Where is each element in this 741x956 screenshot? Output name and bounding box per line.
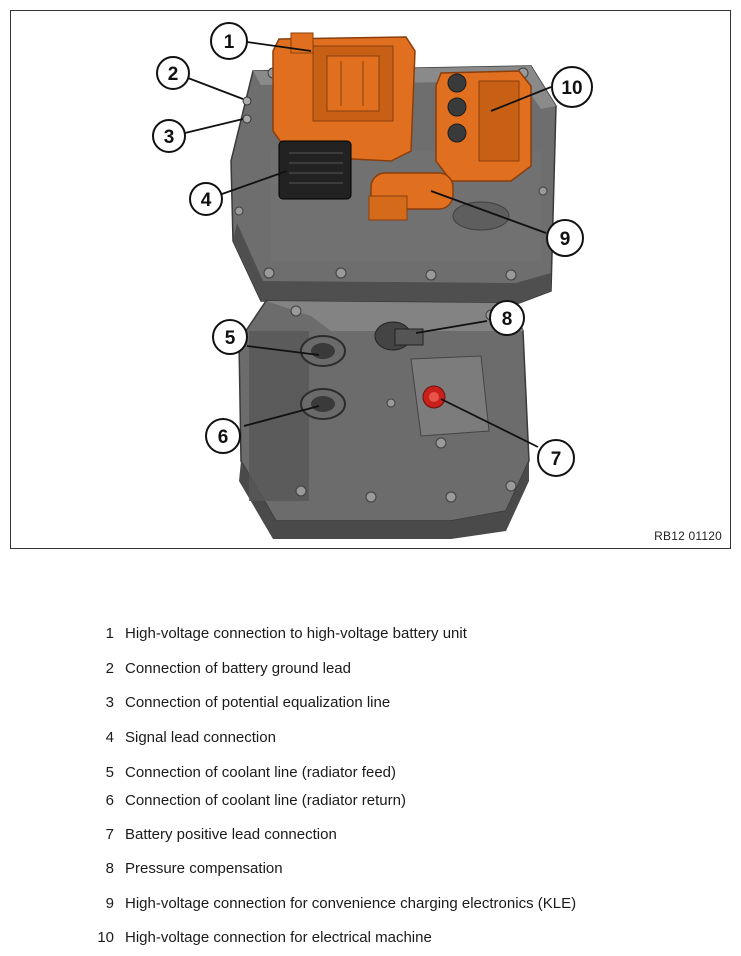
legend-number: 7 [105, 826, 114, 843]
legend-text: Signal lead connection [125, 729, 276, 746]
legend-text: High-voltage connection for electrical m… [125, 929, 432, 946]
svg-text:4: 4 [201, 190, 212, 211]
legend-number: 8 [105, 860, 114, 877]
legend-number: 6 [105, 792, 114, 809]
callout-3: 3 [152, 119, 186, 153]
kle-connector [368, 172, 454, 221]
callout-9: 9 [546, 219, 584, 257]
legend-text: High-voltage connection to high-voltage … [125, 625, 467, 642]
ground-studs [242, 96, 252, 124]
callout-markers: 1 2 3 4 5 6 7 8 9 10 [152, 22, 593, 477]
legend-text: Connection of coolant line (radiator fee… [125, 764, 396, 781]
legend-text: Connection of coolant line (radiator ret… [125, 792, 406, 809]
callout-2: 2 [156, 56, 190, 90]
callout-6: 6 [205, 418, 241, 454]
electronic-unit-illustration: 1 2 3 4 5 6 7 8 9 10 [152, 22, 593, 539]
svg-text:1: 1 [224, 32, 235, 53]
legend-text: High-voltage connection for convenience … [125, 895, 577, 912]
coolant-ports [300, 335, 346, 420]
svg-text:5: 5 [225, 328, 236, 349]
svg-text:8: 8 [502, 309, 513, 330]
callout-5: 5 [212, 319, 248, 355]
svg-text:10: 10 [561, 78, 582, 99]
svg-text:3: 3 [164, 127, 175, 148]
legend-number: 10 [97, 929, 114, 946]
figure-code: RB12 01120 [654, 529, 722, 543]
component-figure: 1 2 3 4 5 6 7 8 9 10 RB12 01120 [10, 10, 731, 549]
svg-text:2: 2 [168, 64, 179, 85]
signal-connector [278, 140, 352, 200]
pressure-compensation-element [374, 321, 424, 351]
callout-1: 1 [210, 22, 248, 60]
callout-10: 10 [551, 66, 593, 108]
hv-battery-connector [272, 32, 416, 162]
battery-positive-terminal [422, 385, 446, 409]
legend-number: 4 [105, 729, 114, 746]
legend-number: 2 [105, 660, 114, 677]
svg-text:7: 7 [551, 449, 562, 470]
svg-text:6: 6 [218, 427, 229, 448]
svg-text:9: 9 [560, 229, 571, 250]
legend-text: Connection of battery ground lead [125, 660, 351, 677]
legend-text: Connection of potential equalization lin… [125, 694, 391, 711]
leader-lines [184, 41, 552, 448]
legend-number: 5 [105, 764, 114, 781]
callout-7: 7 [537, 439, 575, 477]
callout-4: 4 [189, 182, 223, 216]
legend-number: 1 [105, 625, 114, 642]
legend-number: 9 [105, 895, 114, 912]
hv-machine-connector [435, 70, 532, 182]
callout-8: 8 [489, 300, 525, 336]
legend-number: 3 [105, 694, 114, 711]
legend-text: Battery positive lead connection [125, 826, 337, 843]
legend-text: Pressure compensation [125, 860, 283, 877]
